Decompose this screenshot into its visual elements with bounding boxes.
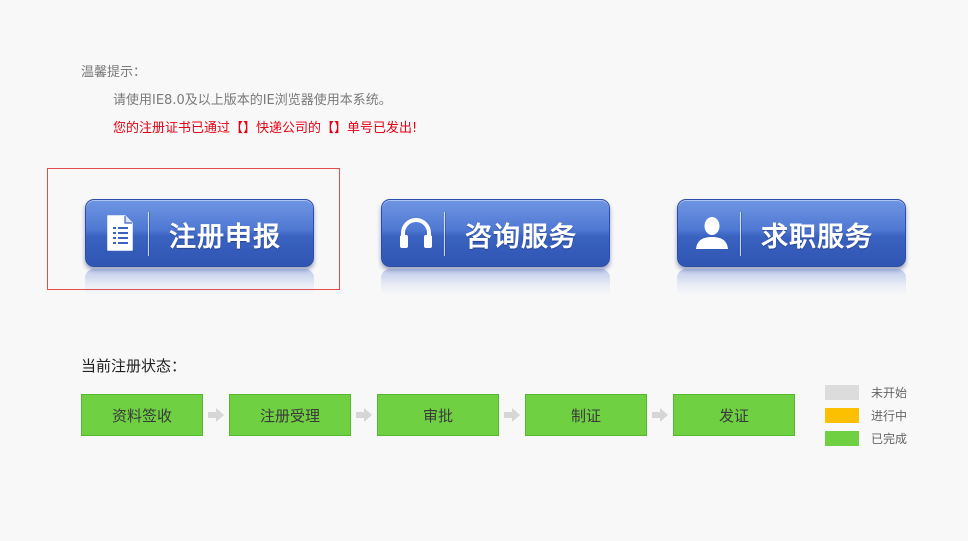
service-jobs: 求职服务 xyxy=(677,199,906,295)
legend-label: 已完成 xyxy=(871,432,908,446)
legend-in-progress: 进行中 xyxy=(825,406,925,426)
button-reflection xyxy=(677,269,906,295)
button-reflection xyxy=(381,269,610,295)
button-reflection xyxy=(85,269,314,295)
step-registration-acceptance: 注册受理 xyxy=(229,394,351,436)
step-certificate-issuance: 发证 xyxy=(673,394,795,436)
step-document-receipt: 资料签收 xyxy=(81,394,203,436)
jobs-button-label: 求职服务 xyxy=(761,222,873,253)
register-button-label: 注册申报 xyxy=(169,222,281,253)
arrow-right-icon xyxy=(356,408,372,422)
legend-swatch xyxy=(825,408,859,423)
legend-not-started: 未开始 xyxy=(825,383,925,403)
arrow-right-icon xyxy=(208,408,224,422)
legend-completed: 已完成 xyxy=(825,429,925,449)
step-label: 审批 xyxy=(422,406,453,425)
jobs-button[interactable]: 求职服务 xyxy=(677,199,906,267)
headphones-icon xyxy=(396,213,436,253)
legend-label: 未开始 xyxy=(871,386,908,400)
legend-swatch xyxy=(825,385,859,400)
document-icon xyxy=(100,213,140,253)
notice-title: 温馨提示： xyxy=(81,65,147,80)
button-divider xyxy=(740,212,741,256)
step-label: 资料签收 xyxy=(111,406,172,425)
service-register: 注册申报 xyxy=(85,199,314,295)
browser-tip: 请使用IE8.0及以上版本的IE浏览器使用本系统。 xyxy=(113,93,392,108)
arrow-right-icon xyxy=(504,408,520,422)
step-approval: 审批 xyxy=(377,394,499,436)
step-certificate-production: 制证 xyxy=(525,394,647,436)
step-label: 注册受理 xyxy=(259,406,320,425)
arrow-right-icon xyxy=(652,408,668,422)
step-label: 制证 xyxy=(570,406,601,425)
user-icon xyxy=(692,213,732,253)
step-label: 发证 xyxy=(718,406,749,425)
status-title: 当前注册状态： xyxy=(81,357,187,375)
selection-highlight xyxy=(47,168,340,290)
register-button[interactable]: 注册申报 xyxy=(85,199,314,267)
legend-swatch xyxy=(825,431,859,446)
legend-label: 进行中 xyxy=(871,409,908,423)
button-divider xyxy=(444,212,445,256)
consult-button-label: 咨询服务 xyxy=(465,222,577,253)
consult-button[interactable]: 咨询服务 xyxy=(381,199,610,267)
service-consult: 咨询服务 xyxy=(381,199,610,295)
shipping-tip: 您的注册证书已通过【】快递公司的【】单号已发出! xyxy=(113,121,418,136)
button-divider xyxy=(148,212,149,256)
